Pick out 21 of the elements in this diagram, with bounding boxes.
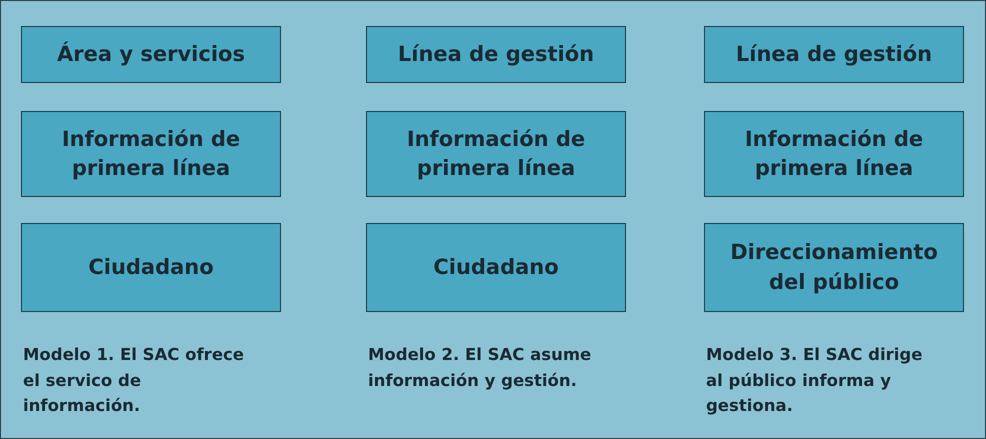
model-box xyxy=(704,111,964,197)
model-box xyxy=(366,223,626,312)
model-box xyxy=(366,111,626,197)
box-label: Información de primera línea xyxy=(406,126,586,182)
model-box xyxy=(704,223,964,312)
model-box xyxy=(21,111,281,197)
model-box xyxy=(366,26,626,83)
model-box xyxy=(21,26,281,83)
model-caption: Modelo 1. El SAC ofrece el servico de información. xyxy=(23,344,245,418)
model-caption: Modelo 3. El SAC dirige al público informa y gestiona. xyxy=(706,344,924,418)
model-caption: Modelo 2. El SAC asume información y gestión. xyxy=(368,344,592,392)
box-label: Direccionamiento del público xyxy=(729,239,939,296)
model-box xyxy=(21,223,281,312)
box-label: Área y servicios xyxy=(56,40,246,68)
box-label: Ciudadano xyxy=(432,254,560,281)
box-label: Línea de gestión xyxy=(396,40,596,68)
box-label: Información de primera línea xyxy=(60,126,242,182)
box-label: Línea de gestión xyxy=(734,40,934,68)
box-label: Información de primera línea xyxy=(744,126,924,182)
model-box xyxy=(704,26,964,83)
box-label: Ciudadano xyxy=(87,254,215,281)
